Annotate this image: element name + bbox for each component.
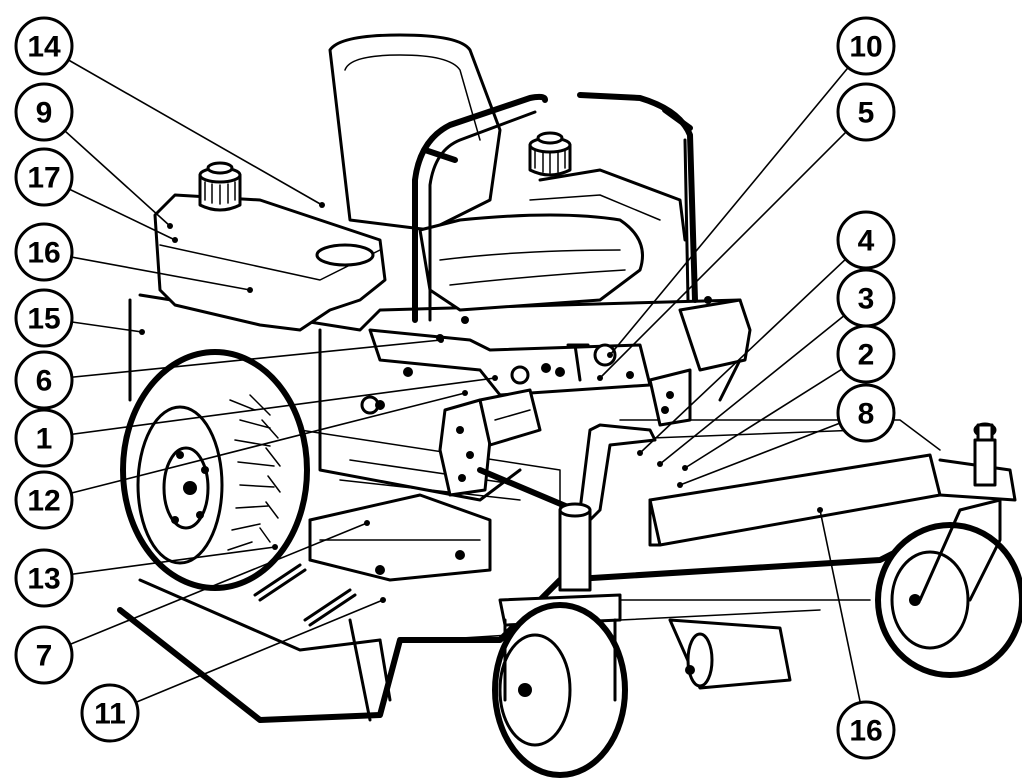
svg-text:13: 13 <box>27 563 60 596</box>
svg-text:17: 17 <box>27 162 60 195</box>
callout-4: 4 <box>836 210 896 270</box>
belt-cover <box>253 493 492 627</box>
pump-bracket <box>438 388 542 497</box>
svg-text:3: 3 <box>858 283 875 316</box>
svg-text:1: 1 <box>36 423 53 456</box>
seat <box>328 33 644 312</box>
svg-text:9: 9 <box>36 97 53 130</box>
svg-text:8: 8 <box>858 398 875 431</box>
callout-1: 1 <box>14 408 74 468</box>
mower-illustration <box>117 33 1022 778</box>
callout-2: 2 <box>836 324 896 384</box>
callout-13: 13 <box>14 548 74 608</box>
svg-text:6: 6 <box>36 365 53 398</box>
svg-text:2: 2 <box>858 339 875 372</box>
right-fuel-tank <box>528 131 687 242</box>
callout-17: 17 <box>14 147 74 207</box>
control-panel <box>360 296 752 427</box>
svg-text:15: 15 <box>27 303 60 336</box>
leader-lines <box>43 45 867 731</box>
front-left-caster <box>492 502 628 778</box>
callout-3: 3 <box>836 268 896 328</box>
callout-11: 11 <box>80 683 140 743</box>
callout-14: 14 <box>14 16 74 76</box>
svg-text:16: 16 <box>27 237 60 270</box>
callout-15: 15 <box>14 288 74 348</box>
front-bumper <box>648 422 1017 547</box>
svg-text:5: 5 <box>858 97 875 130</box>
svg-text:11: 11 <box>94 698 126 731</box>
svg-text:10: 10 <box>849 31 882 64</box>
callout-10: 10 <box>836 16 896 76</box>
callout-16-right: 16 <box>836 700 896 760</box>
callout-8: 8 <box>836 383 896 443</box>
svg-text:14: 14 <box>27 31 61 64</box>
callout-7: 7 <box>14 625 74 685</box>
callout-5: 5 <box>836 82 896 142</box>
callout-6: 6 <box>14 350 74 410</box>
left-fuel-tank <box>153 161 387 332</box>
callouts: 14 9 17 16 15 6 1 12 <box>14 16 896 760</box>
callout-9: 9 <box>14 82 74 142</box>
front-right-caster <box>875 498 1022 678</box>
rear-tire <box>120 349 310 591</box>
svg-text:7: 7 <box>36 640 53 673</box>
svg-text:4: 4 <box>858 225 875 258</box>
svg-text:12: 12 <box>27 485 60 518</box>
callout-12: 12 <box>14 470 74 530</box>
steering-levers <box>412 92 698 323</box>
callout-16-left: 16 <box>14 222 74 282</box>
mower-deck <box>117 537 933 723</box>
svg-text:16: 16 <box>849 715 882 748</box>
